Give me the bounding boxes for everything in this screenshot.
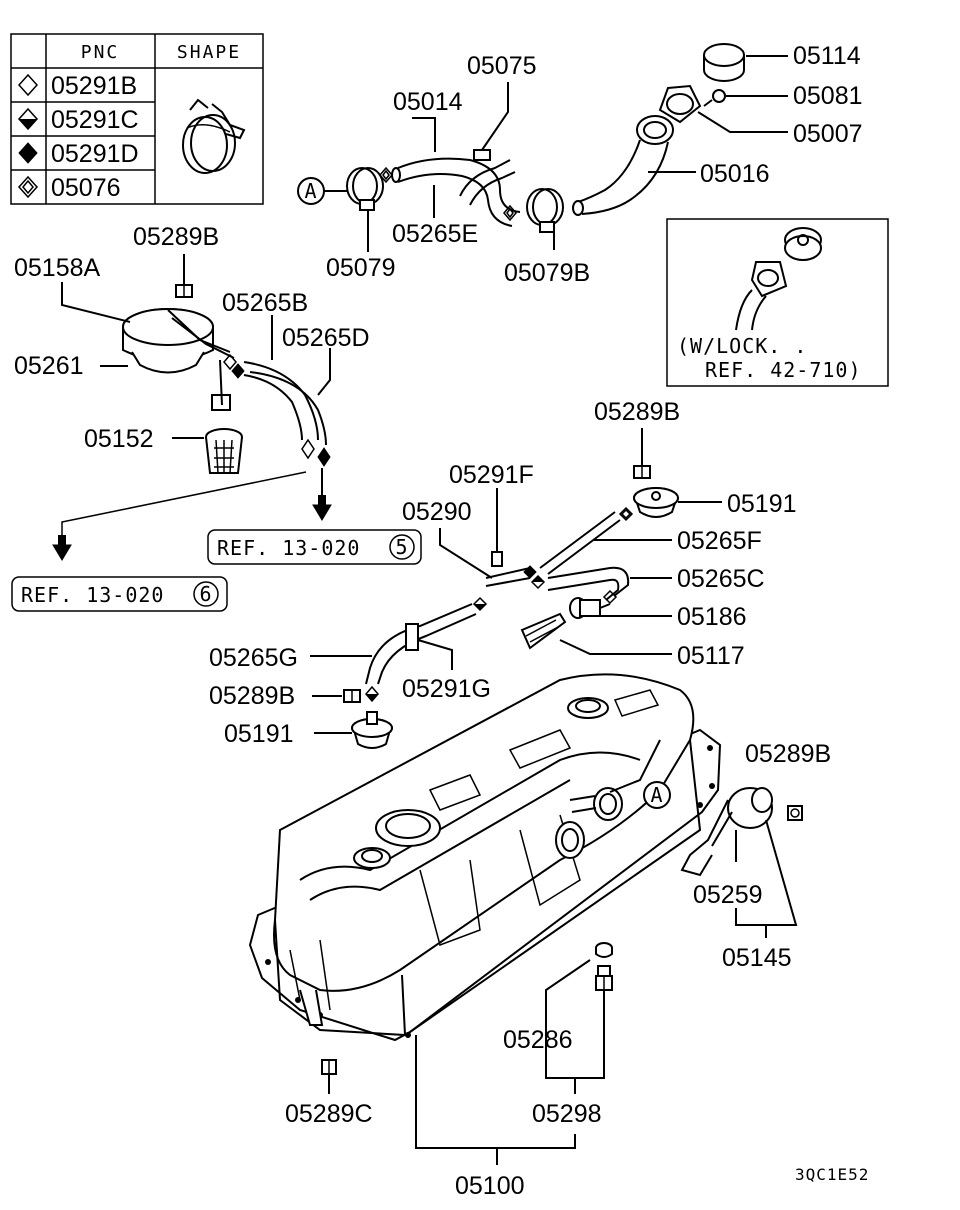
flange-nut-icon-2 (633, 465, 651, 479)
filler-neck-assembly: 05114 05081 05007 05016 05014 (297, 42, 863, 287)
filler-pipe-icon (572, 115, 674, 216)
callout-a-top-text: A (304, 179, 317, 203)
drawing-code: 3QC1E52 (795, 1165, 869, 1184)
fuel-cap-icon (703, 43, 745, 82)
fuel-pump-unit: 05289B 05158A 05261 05152 (14, 223, 370, 561)
hose-05265c-icon (547, 566, 630, 601)
ref-box-2-num: 6 (199, 582, 212, 606)
label-05100: 05100 (455, 1172, 525, 1200)
label-05291g: 05291G (402, 675, 491, 703)
label-05259: 05259 (693, 881, 763, 909)
label-05286: 05286 (503, 1026, 573, 1054)
hose-05265f-icon (539, 511, 621, 575)
label-05265b: 05265B (222, 289, 308, 317)
label-05261: 05261 (14, 352, 84, 380)
check-valve-icon (569, 597, 611, 619)
mounting-nuts: 05286 05298 05289C 05100 (285, 942, 613, 1200)
nut-05286-icon (595, 942, 613, 958)
flange-nut-icon-3 (343, 689, 361, 703)
label-05291f: 05291F (449, 461, 534, 489)
label-05075: 05075 (467, 52, 537, 80)
rollover-valve-icon (633, 487, 679, 518)
label-05265c: 05265C (677, 565, 765, 593)
label-05289c: 05289C (285, 1100, 373, 1128)
ref-box-1-num: 5 (395, 535, 408, 559)
hose-clamp-shape-icon (182, 98, 246, 174)
label-05265f: 05265F (677, 527, 762, 555)
lock-cap-inset: (W/LOCK. . REF. 42-710) (666, 218, 889, 387)
ref-arrow-down-icon (312, 504, 332, 521)
label-05191-lower: 05191 (224, 720, 294, 748)
callout-a-tank (643, 781, 671, 809)
vent-valve-assembly: 05289B 05191 05265F 05291F 05290 (209, 398, 797, 749)
hose-clamp-05079-icon (346, 167, 384, 211)
legend-pnc-05076: 05076 (51, 174, 121, 202)
label-05079: 05079 (326, 254, 396, 282)
label-05158a: 05158A (14, 254, 101, 282)
ref-box-1[interactable]: REF. 13-020 5 (207, 529, 422, 565)
diamond-filled-icon (18, 142, 38, 164)
label-05117: 05117 (677, 642, 745, 670)
inset-filler-neck-icon (735, 261, 788, 331)
pump-housing-icon (122, 308, 235, 411)
ref-arrow-down-icon-2 (52, 544, 72, 561)
legend-pnc-05291b: 05291B (51, 72, 137, 100)
fuel-tank-icon (248, 673, 722, 1042)
fuel-gauge-unit: 05289B 05259 05145 (680, 740, 831, 972)
label-05265e: 05265E (392, 220, 478, 248)
label-05290: 05290 (402, 498, 472, 526)
fuel-strainer-icon (205, 428, 243, 474)
diamond-outline-icon (17, 73, 39, 97)
label-05289b-top: 05289B (133, 223, 219, 251)
hose-05265g-icon (365, 603, 477, 685)
flange-nut-icon (175, 284, 193, 298)
canister-bracket-icon (520, 612, 567, 650)
ref-box-2[interactable]: REF. 13-020 6 (11, 576, 228, 612)
inset-text-line1: (W/LOCK. . (677, 334, 807, 358)
label-05289b-left: 05289B (209, 682, 295, 710)
inset-text-line2: REF. 42-710) (705, 358, 862, 382)
legend-pnc-05291c: 05291C (51, 106, 139, 134)
gauge-unit-icon (680, 787, 773, 877)
label-05191-top: 05191 (727, 490, 797, 518)
label-05014: 05014 (393, 88, 463, 116)
legend-header-pnc: PNC (81, 42, 120, 63)
label-05265d: 05265D (282, 324, 370, 352)
label-05298: 05298 (532, 1100, 602, 1128)
bolt-05298-icon (595, 965, 613, 991)
label-05016: 05016 (700, 160, 770, 188)
label-05265g: 05265G (209, 644, 298, 672)
breather-hose-icon (391, 157, 521, 227)
rollover-valve-icon-2 (351, 711, 393, 749)
label-05289b-mid: 05289B (594, 398, 680, 426)
ref-box-2-text: REF. 13-020 (21, 583, 164, 607)
ref-box-1-text: REF. 13-020 (217, 536, 360, 560)
diamond-double-icon (17, 175, 39, 199)
label-05145: 05145 (722, 944, 792, 972)
legend-pnc-05291d: 05291D (51, 140, 139, 168)
locking-cap-icon (784, 227, 822, 261)
label-05081: 05081 (793, 82, 863, 110)
hose-clamp-05079b-icon (526, 188, 564, 233)
label-05186: 05186 (677, 603, 747, 631)
flange-nut-icon-4 (787, 805, 803, 821)
hose-05265d-icon (249, 371, 327, 446)
label-05079b: 05079B (504, 259, 590, 287)
label-05007: 05007 (793, 120, 863, 148)
label-05152: 05152 (84, 425, 154, 453)
legend-table: PNC SHAPE 05291B 05291C 05291D 05076 (10, 33, 264, 205)
nut-05289c-icon (321, 1059, 337, 1075)
label-05114: 05114 (793, 42, 861, 70)
filler-flange-icon (658, 84, 702, 124)
callout-a-tank-text: A (650, 783, 663, 807)
label-05289b-right: 05289B (745, 740, 831, 768)
legend-header-shape: SHAPE (177, 42, 241, 63)
bolt-icon (712, 89, 726, 103)
